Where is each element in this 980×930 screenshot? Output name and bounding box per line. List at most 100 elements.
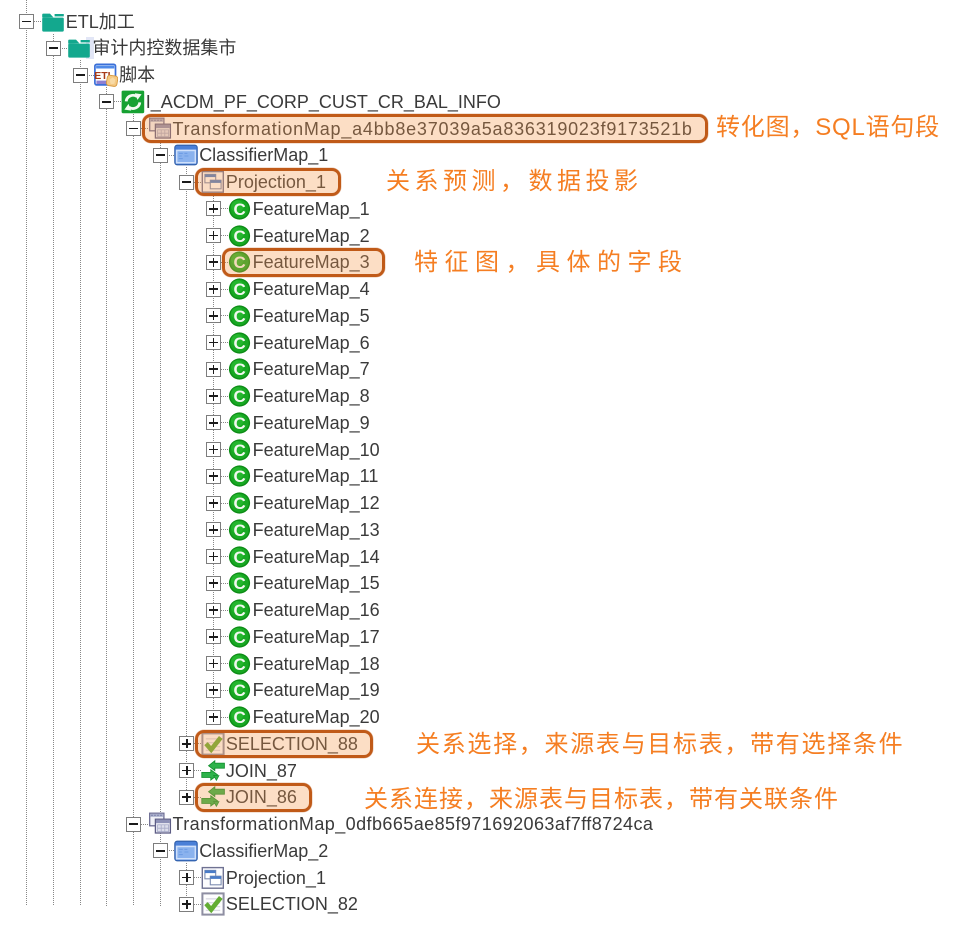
tree-node-label[interactable]: SELECTION_82 bbox=[225, 894, 358, 915]
tree-node-label[interactable]: FeatureMap_19 bbox=[252, 680, 380, 701]
tree-node-label[interactable]: Projection_1 bbox=[225, 172, 326, 192]
tree-node-label[interactable]: FeatureMap_2 bbox=[252, 225, 370, 246]
featuremap-icon[interactable]: C bbox=[228, 705, 252, 729]
tree-node-label[interactable]: FeatureMap_11 bbox=[252, 466, 379, 487]
featuremap-icon[interactable]: C bbox=[228, 678, 252, 702]
featuremap-icon[interactable]: C bbox=[228, 464, 252, 488]
refresh-icon[interactable] bbox=[121, 90, 145, 114]
tree-node-label[interactable]: SELECTION_88 bbox=[225, 733, 358, 754]
expand-toggle-icon[interactable] bbox=[206, 549, 222, 564]
tree-node-label[interactable]: 审计内控数据集市 bbox=[92, 38, 237, 59]
classifier-icon[interactable] bbox=[174, 143, 198, 167]
featuremap-icon[interactable]: C bbox=[228, 438, 252, 462]
tree-node-label[interactable]: 脚本 bbox=[119, 65, 156, 85]
tmap-icon[interactable] bbox=[148, 117, 172, 141]
tree-node-label[interactable]: ClassifierMap_2 bbox=[199, 840, 329, 861]
collapse-toggle-icon[interactable] bbox=[99, 94, 115, 110]
featuremap-icon[interactable]: C bbox=[228, 571, 252, 595]
tree-node-label[interactable]: FeatureMap_13 bbox=[252, 519, 380, 540]
tree-node-label[interactable]: FeatureMap_7 bbox=[252, 359, 370, 380]
expand-toggle-icon[interactable] bbox=[206, 388, 222, 404]
tree-node-label[interactable]: FeatureMap_18 bbox=[252, 653, 380, 674]
featuremap-icon[interactable]: C bbox=[228, 250, 252, 274]
expand-toggle-icon[interactable] bbox=[206, 335, 222, 350]
expand-toggle-icon[interactable] bbox=[206, 308, 222, 324]
tree-node-label[interactable]: FeatureMap_15 bbox=[252, 573, 380, 594]
featuremap-icon[interactable]: C bbox=[228, 625, 252, 649]
tree-node-label[interactable]: FeatureMap_4 bbox=[252, 279, 370, 299]
tree-node-label[interactable]: ClassifierMap_1 bbox=[199, 145, 329, 166]
collapse-toggle-icon[interactable] bbox=[72, 67, 88, 83]
tree-node-label[interactable]: FeatureMap_16 bbox=[252, 600, 380, 620]
selection-icon[interactable] bbox=[201, 732, 225, 756]
tree-node-label[interactable]: FeatureMap_1 bbox=[252, 198, 370, 219]
expand-toggle-icon[interactable] bbox=[179, 896, 195, 912]
tree-node-label[interactable]: JOIN_86 bbox=[225, 787, 297, 808]
collapse-toggle-icon[interactable] bbox=[126, 121, 141, 136]
tree-node-label[interactable]: FeatureMap_12 bbox=[252, 493, 380, 513]
tree-node-label[interactable]: FeatureMap_14 bbox=[252, 546, 380, 567]
expand-toggle-icon[interactable] bbox=[206, 656, 222, 671]
expand-toggle-icon[interactable] bbox=[206, 254, 222, 270]
tree-node-label[interactable]: I_ACDM_PF_CORP_CUST_CR_BAL_INFO bbox=[145, 91, 501, 112]
featuremap-icon[interactable]: C bbox=[228, 277, 252, 301]
featuremap-icon[interactable]: C bbox=[228, 491, 252, 515]
expand-toggle-icon[interactable] bbox=[206, 629, 222, 645]
expand-toggle-icon[interactable] bbox=[179, 763, 195, 778]
collapse-toggle-icon[interactable] bbox=[126, 816, 141, 832]
expand-toggle-icon[interactable] bbox=[206, 575, 222, 591]
expand-toggle-icon[interactable] bbox=[206, 602, 222, 618]
folder-icon[interactable] bbox=[41, 10, 65, 34]
featuremap-icon[interactable]: C bbox=[228, 384, 252, 408]
folder-icon[interactable] bbox=[67, 36, 91, 60]
tree-node-label[interactable]: FeatureMap_5 bbox=[252, 305, 370, 326]
join-icon[interactable] bbox=[201, 759, 225, 783]
collapse-toggle-icon[interactable] bbox=[152, 843, 168, 859]
expand-toggle-icon[interactable] bbox=[206, 442, 222, 457]
expand-toggle-icon[interactable] bbox=[206, 495, 222, 511]
tree-node-label[interactable]: FeatureMap_20 bbox=[252, 707, 380, 727]
tree-node-label[interactable]: FeatureMap_6 bbox=[252, 332, 370, 353]
featuremap-icon[interactable]: C bbox=[228, 598, 252, 622]
tree-node-label[interactable]: TransformationMap_a4bb8e37039a5a83631902… bbox=[172, 118, 693, 139]
expand-toggle-icon[interactable] bbox=[179, 736, 195, 752]
tree-node-label[interactable]: JOIN_87 bbox=[225, 760, 297, 781]
collapse-toggle-icon[interactable] bbox=[152, 147, 168, 163]
tree-node-label[interactable]: FeatureMap_9 bbox=[252, 412, 370, 433]
featuremap-icon[interactable]: C bbox=[228, 652, 252, 676]
collapse-toggle-icon[interactable] bbox=[45, 40, 61, 56]
tree-node-label[interactable]: FeatureMap_3 bbox=[252, 252, 370, 273]
expand-toggle-icon[interactable] bbox=[206, 709, 222, 725]
script-icon[interactable]: ETL bbox=[94, 63, 119, 87]
expand-toggle-icon[interactable] bbox=[206, 361, 222, 377]
featuremap-icon[interactable]: C bbox=[228, 224, 252, 248]
projection-icon[interactable] bbox=[201, 170, 225, 194]
tree-node-label[interactable]: FeatureMap_10 bbox=[252, 439, 380, 460]
expand-toggle-icon[interactable] bbox=[206, 682, 222, 698]
expand-toggle-icon[interactable] bbox=[206, 468, 222, 484]
expand-toggle-icon[interactable] bbox=[206, 415, 222, 431]
selection-icon[interactable] bbox=[201, 892, 225, 916]
featuremap-icon[interactable]: C bbox=[228, 331, 252, 355]
projection-icon[interactable] bbox=[201, 866, 225, 890]
expand-toggle-icon[interactable] bbox=[179, 789, 195, 805]
tmap-icon[interactable] bbox=[148, 812, 172, 836]
featuremap-icon[interactable]: C bbox=[228, 357, 252, 381]
tree-node-label[interactable]: FeatureMap_17 bbox=[252, 626, 380, 647]
expand-toggle-icon[interactable] bbox=[206, 228, 222, 243]
expand-toggle-icon[interactable] bbox=[206, 281, 222, 297]
classifier-icon[interactable] bbox=[174, 839, 198, 863]
tree-node-label[interactable]: FeatureMap_8 bbox=[252, 386, 370, 406]
featuremap-icon[interactable]: C bbox=[228, 304, 252, 328]
tree-node-label[interactable]: Projection_1 bbox=[225, 867, 326, 888]
tree-node-label[interactable]: TransformationMap_0dfb665ae85f971692063a… bbox=[172, 814, 654, 834]
expand-toggle-icon[interactable] bbox=[206, 201, 222, 217]
expand-toggle-icon[interactable] bbox=[206, 522, 222, 538]
expand-toggle-icon[interactable] bbox=[179, 870, 195, 885]
collapse-toggle-icon[interactable] bbox=[179, 174, 195, 190]
featuremap-icon[interactable]: C bbox=[228, 545, 252, 569]
featuremap-icon[interactable]: C bbox=[228, 197, 252, 221]
tree-node-label[interactable]: ETL加工 bbox=[65, 11, 135, 32]
collapse-toggle-icon[interactable] bbox=[19, 14, 35, 29]
featuremap-icon[interactable]: C bbox=[228, 411, 252, 435]
